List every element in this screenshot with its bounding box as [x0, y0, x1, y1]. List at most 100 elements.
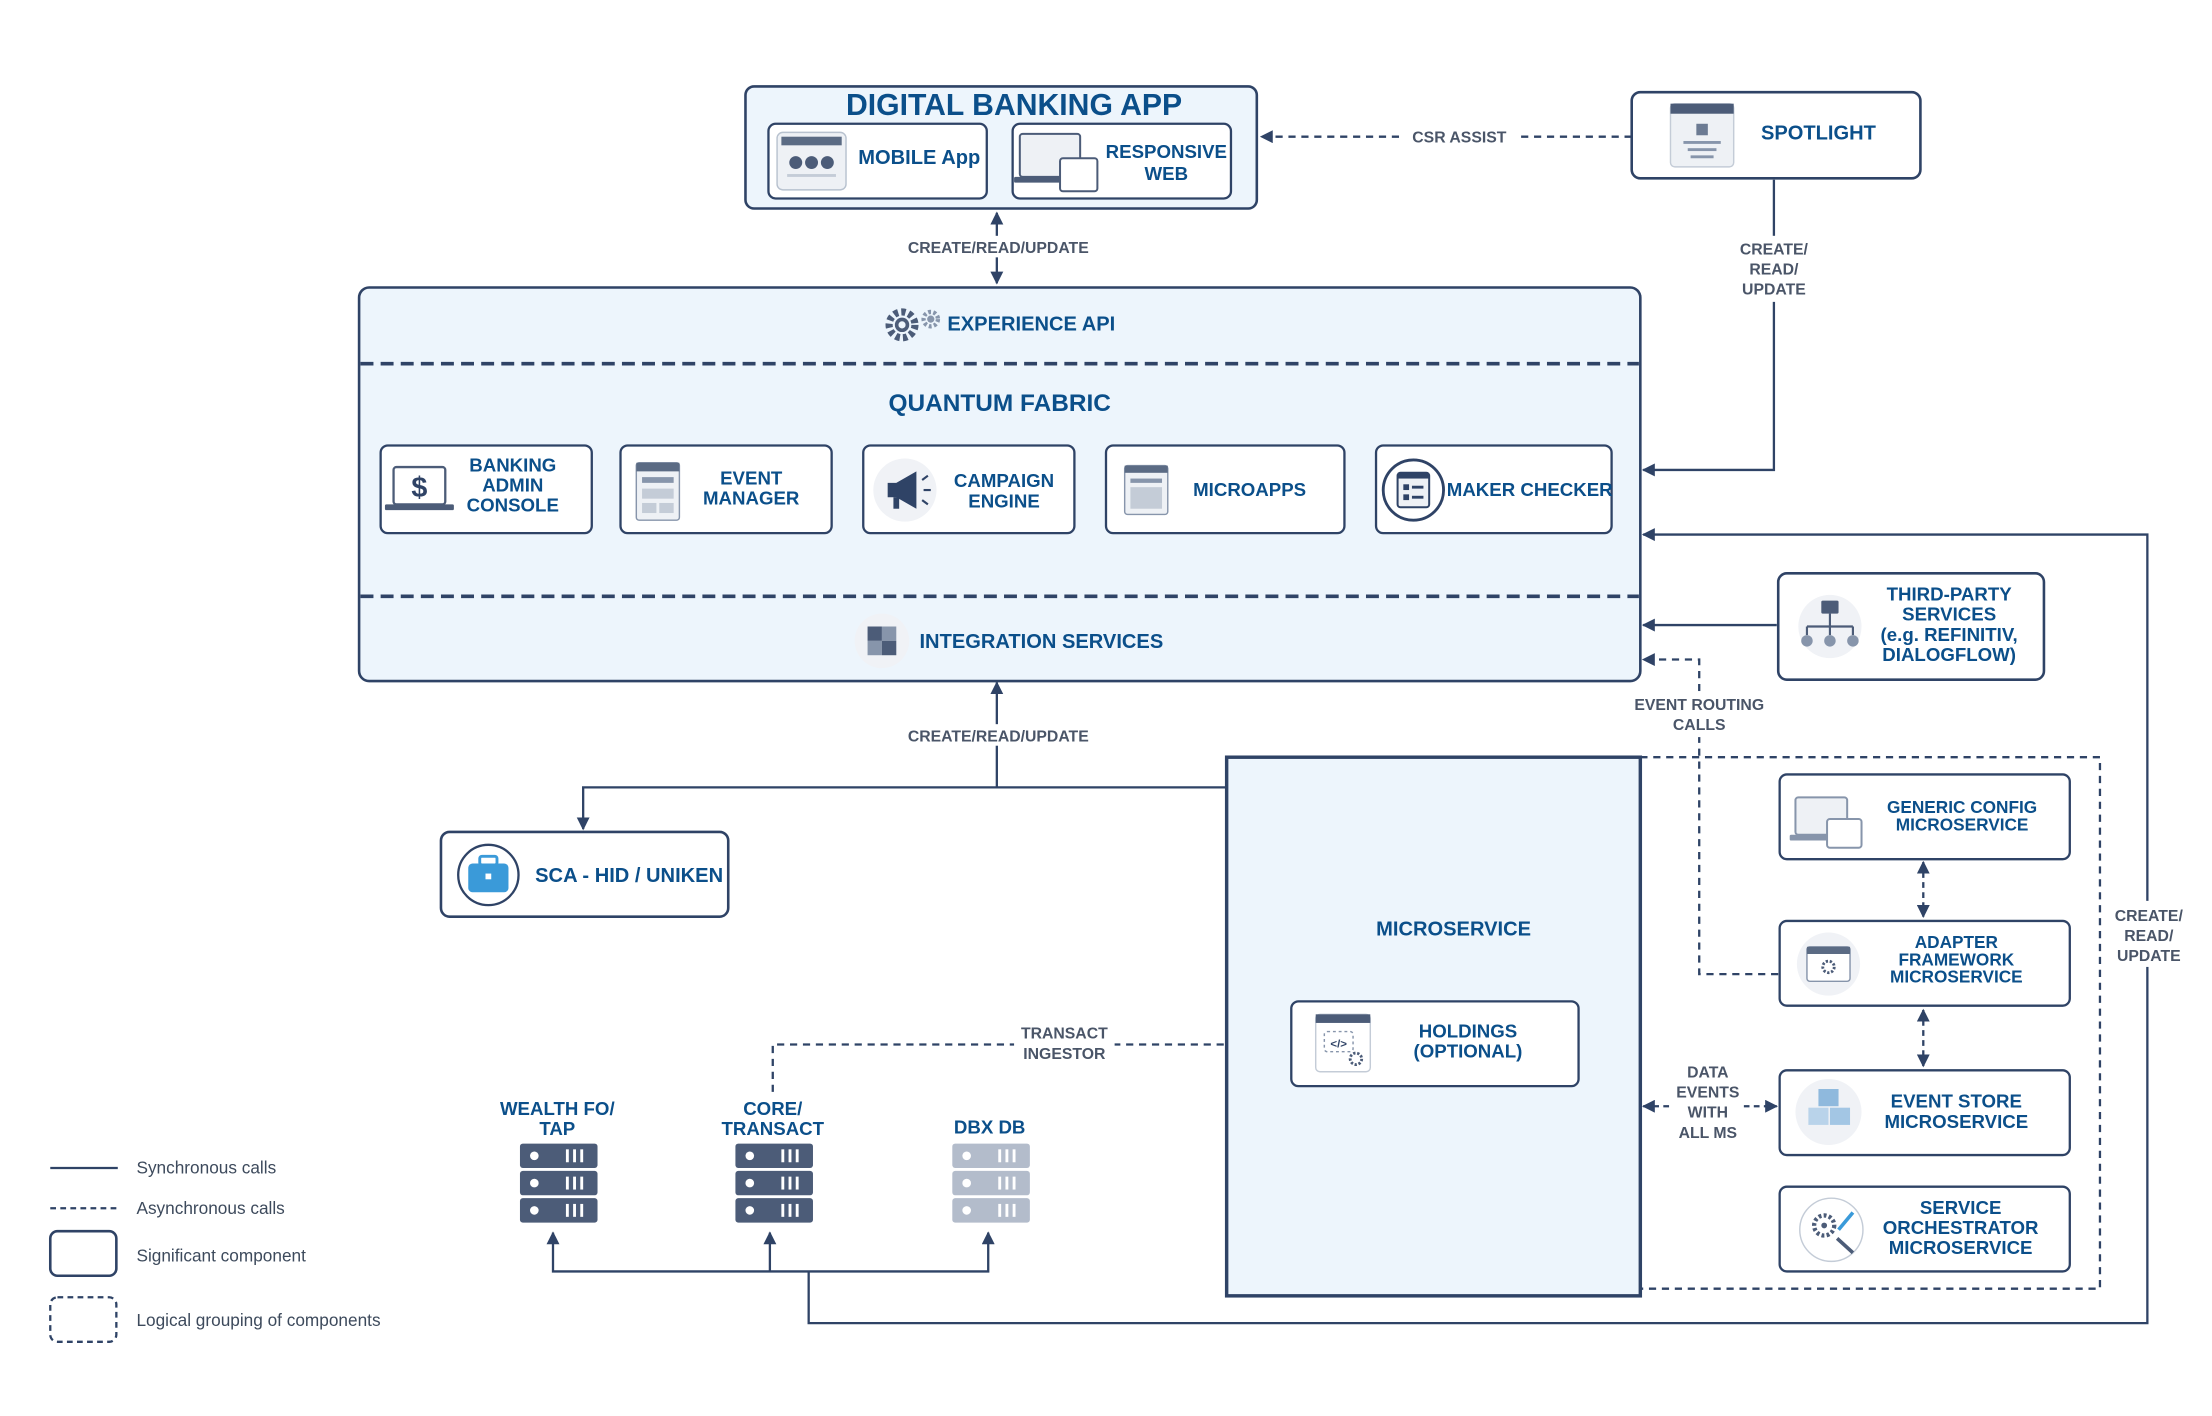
quantum-fabric-title: QUANTUM FABRIC — [889, 390, 1111, 417]
svg-text:$: $ — [411, 472, 427, 504]
generic-config-label-1: GENERIC CONFIG — [1887, 797, 2037, 817]
app-window-icon — [1123, 464, 1169, 516]
svg-text:</>: </> — [1330, 1038, 1347, 1050]
microservice-panel: MICROSERVICE </> HOLDINGS (OPTIONAL) — [1224, 755, 1643, 1298]
edge-label-spotlight-crud-1: CREATE/ — [1740, 241, 1809, 258]
wealth-label-2: TAP — [539, 1118, 575, 1139]
dbx-label: DBX DB — [954, 1117, 1026, 1138]
orchestrator-label-1: SERVICE — [1920, 1197, 2002, 1218]
microapps-card[interactable]: MICROAPPS — [1104, 444, 1346, 535]
quantum-fabric: EXPERIENCE API QUANTUM FABRIC $ BANKING … — [357, 286, 1642, 683]
server-icon — [735, 1143, 813, 1223]
edge-label-data-events-3: WITH — [1688, 1105, 1728, 1122]
digital-banking-title: DIGITAL BANKING APP — [846, 89, 1182, 122]
third-party-label-4: DIALOGFLOW) — [1882, 644, 2016, 665]
third-party-label-2: SERVICES — [1902, 604, 1996, 625]
edge-label-data-events-4: ALL MS — [1679, 1125, 1737, 1142]
edge-label-right-crud-2: READ/ — [2124, 928, 2174, 945]
holdings-label-1: HOLDINGS — [1419, 1020, 1517, 1041]
integration-services[interactable]: INTEGRATION SERVICES — [854, 613, 1164, 669]
edge-ms-create-read-update — [807, 528, 2149, 1325]
code-settings-icon: </> — [1314, 1013, 1372, 1073]
server-icon — [952, 1143, 1030, 1223]
holdings-label-2: (OPTIONAL) — [1414, 1040, 1523, 1061]
mobile-app-card[interactable]: MOBILE App — [767, 122, 988, 200]
megaphone-icon — [873, 458, 937, 522]
server-icon — [519, 1143, 598, 1223]
spotlight-card[interactable]: SPOTLIGHT — [1630, 90, 1922, 180]
laptop-dollar-icon: $ — [384, 465, 454, 511]
hierarchy-icon — [1798, 594, 1862, 659]
spotlight-label: SPOTLIGHT — [1761, 123, 1877, 145]
responsive-web-label-2: WEB — [1145, 163, 1189, 184]
generic-config-label-2: MICROSERVICE — [1896, 814, 2029, 834]
banking-admin-console-card[interactable]: $ BANKING ADMIN CONSOLE — [379, 444, 593, 535]
third-party-services-card[interactable]: THIRD-PARTY SERVICES (e.g. REFINITIV, DI… — [1776, 572, 2046, 681]
legend-grouping-swatch — [49, 1296, 118, 1343]
legend-sync-label: Synchronous calls — [136, 1158, 276, 1178]
adapter-framework-card[interactable]: ADAPTER FRAMEWORK MICROSERVICE — [1778, 919, 2071, 1007]
mobile-app-icon — [776, 131, 847, 191]
responsive-web-card[interactable]: RESPONSIVE WEB — [1011, 122, 1233, 200]
briefcase-icon — [457, 843, 520, 907]
digital-banking-app[interactable]: DIGITAL BANKING APP MOBILE App RESPONSIV… — [744, 85, 1259, 210]
legend-significant-swatch — [48, 1229, 118, 1278]
gears-icon — [885, 308, 941, 342]
app-gear-icon — [1796, 932, 1861, 996]
edge-label-transact-1: TRANSACT — [1021, 1026, 1108, 1043]
cubes-icon — [1795, 1078, 1862, 1146]
edge-label-right-crud-1: CREATE/ — [2115, 908, 2184, 925]
service-orchestrator-card[interactable]: SERVICE ORCHESTRATOR MICROSERVICE — [1778, 1185, 2071, 1273]
event-store-card[interactable]: EVENT STORE MICROSERVICE — [1778, 1069, 2071, 1157]
microapps-label: MICROAPPS — [1193, 479, 1306, 500]
legend: Synchronous calls Asynchronous calls Sig… — [48, 1158, 381, 1343]
monitor-icon — [1014, 132, 1099, 193]
microservice-group-outline — [1640, 756, 2102, 1290]
edge-label-crud-mid: CREATE/READ/UPDATE — [908, 728, 1089, 745]
legend-grouping-label: Logical grouping of components — [136, 1310, 380, 1330]
edge-transact-ingestor — [771, 1038, 1290, 1092]
legend-async-label: Asynchronous calls — [136, 1198, 284, 1218]
campaign-engine-card[interactable]: CAMPAIGN ENGINE — [862, 444, 1076, 535]
edge-label-spotlight-crud-2: READ/ — [1749, 262, 1799, 279]
microservice-title: MICROSERVICE — [1376, 918, 1531, 940]
window-icon — [635, 462, 681, 521]
event-store-label-1: EVENT STORE — [1891, 1091, 2022, 1112]
experience-api[interactable]: EXPERIENCE API — [885, 308, 1115, 342]
wealth-db[interactable]: WEALTH FO/ TAP — [500, 1098, 615, 1223]
admin-label-2: ADMIN — [482, 474, 543, 495]
orchestrator-label-3: MICROSERVICE — [1889, 1237, 2033, 1258]
event-manager-label-1: EVENT — [720, 467, 783, 488]
edge-event-routing — [1641, 653, 1779, 976]
wealth-label-1: WEALTH FO/ — [500, 1098, 615, 1119]
edge-label-data-events-2: EVENTS — [1676, 1085, 1739, 1102]
event-store-label-2: MICROSERVICE — [1884, 1111, 2028, 1132]
edge-label-event-routing-1: EVENT ROUTING — [1634, 697, 1764, 714]
core-label-1: CORE/ — [743, 1098, 802, 1119]
experience-api-label: EXPERIENCE API — [947, 314, 1115, 336]
document-icon — [1669, 102, 1735, 168]
puzzle-icon — [854, 613, 910, 669]
dbx-db[interactable]: DBX DB — [952, 1117, 1030, 1223]
edge-spotlight-fabric — [1641, 179, 1776, 477]
campaign-label-1: CAMPAIGN — [954, 470, 1054, 491]
generic-config-card[interactable]: GENERIC CONFIG MICROSERVICE — [1778, 773, 2071, 861]
campaign-label-2: ENGINE — [968, 490, 1040, 511]
responsive-web-label-1: RESPONSIVE — [1106, 141, 1227, 162]
event-manager-card[interactable]: EVENT MANAGER — [619, 444, 833, 535]
third-party-label-1: THIRD-PARTY — [1887, 584, 2013, 605]
integration-services-label: INTEGRATION SERVICES — [919, 631, 1163, 653]
legend-significant-label: Significant component — [136, 1245, 306, 1265]
admin-label-3: CONSOLE — [467, 495, 559, 516]
adapter-label-3: MICROSERVICE — [1890, 967, 2023, 987]
maker-checker-card[interactable]: MAKER CHECKER — [1374, 444, 1613, 535]
holdings-card[interactable]: </> HOLDINGS (OPTIONAL) — [1290, 1000, 1580, 1088]
event-manager-label-2: MANAGER — [703, 487, 800, 508]
edge-label-right-crud-3: UPDATE — [2117, 948, 2181, 965]
core-label-2: TRANSACT — [721, 1118, 824, 1139]
core-transact-db[interactable]: CORE/ TRANSACT — [721, 1098, 825, 1223]
sca-card[interactable]: SCA - HID / UNIKEN — [439, 830, 730, 918]
edge-label-data-events-1: DATA — [1687, 1065, 1729, 1082]
